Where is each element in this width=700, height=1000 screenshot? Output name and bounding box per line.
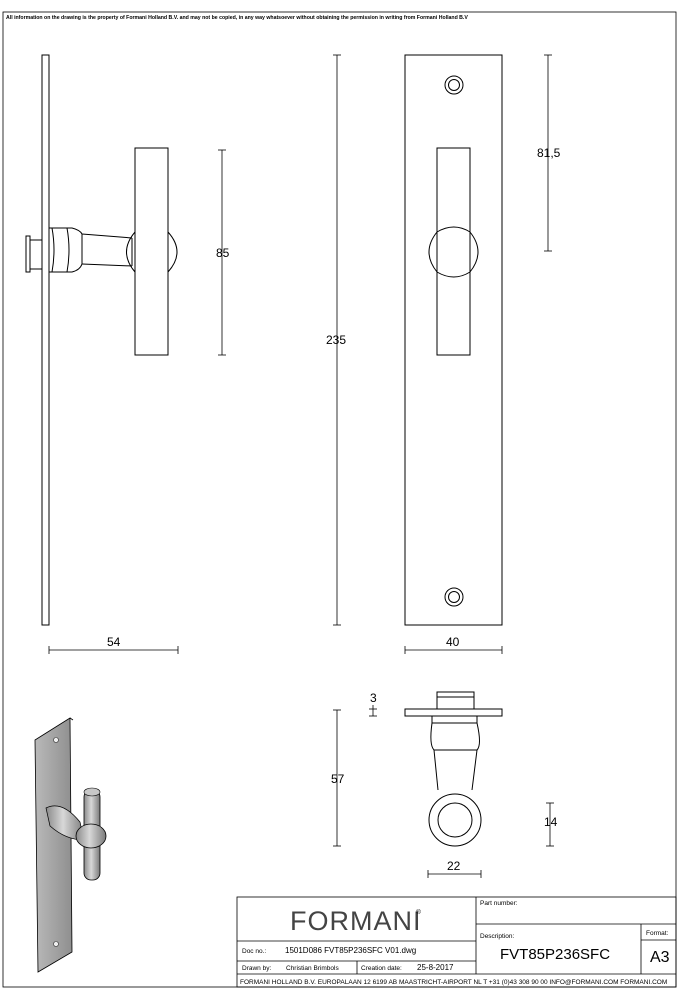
description-label: Description: (480, 933, 515, 940)
dimension-lines (48, 54, 554, 878)
creation-date-label: Creation date: (361, 965, 402, 972)
drawn-by-value: Christian Brimbols (286, 965, 339, 972)
top-view (404, 691, 503, 847)
dim-ring-inner: 14 (544, 815, 558, 829)
isometric-render (34, 717, 107, 973)
copyright-notice: All information on the drawing is the pr… (6, 15, 468, 21)
description-value: FVT85P236SFC (500, 946, 610, 963)
format-value: A3 (650, 949, 670, 966)
doc-no-value: 1501D086 FVT85P236SFC V01.dwg (285, 946, 416, 955)
dim-lever-height: 85 (216, 246, 230, 260)
format-label: Format: (646, 930, 669, 937)
doc-no-label: Doc no.: (242, 948, 266, 955)
side-view (25, 54, 178, 626)
dim-plate-thickness: 3 (370, 691, 377, 705)
dim-lever-offset: 81,5 (537, 146, 561, 160)
company-footer: FORMANI HOLLAND B.V. EUROPALAAN 12 6199 … (240, 979, 667, 986)
dim-ring-outer: 22 (447, 859, 461, 873)
dim-projection: 57 (331, 772, 345, 786)
front-view (404, 54, 503, 626)
formani-logo: FORMANI (290, 906, 422, 936)
creation-date-value: 25-8-2017 (417, 963, 454, 972)
formani-logo-mark: ® (416, 908, 421, 916)
title-block-frame (236, 896, 677, 988)
dim-side-width: 54 (107, 635, 121, 649)
part-number-label: Part number: (480, 900, 518, 907)
dim-total-height: 235 (326, 333, 346, 347)
dim-plate-width: 40 (446, 635, 460, 649)
drawn-by-label: Drawn by: (242, 965, 271, 972)
